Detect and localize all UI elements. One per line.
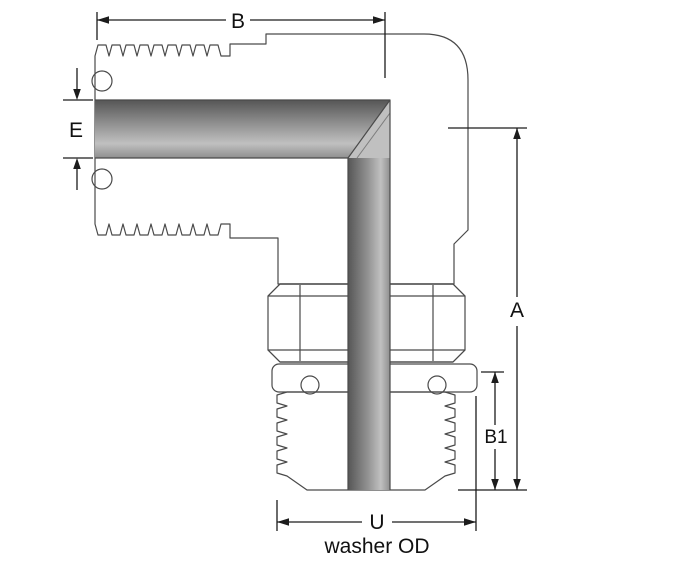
hex-nut-bottom-chamfer	[267, 349, 466, 363]
oring-washer-right	[427, 375, 447, 395]
hex-nut-top-chamfer	[267, 283, 466, 297]
arrowhead-icon	[491, 479, 499, 490]
dim-ext-line	[63, 99, 93, 159]
dim-label-b: B	[231, 10, 245, 33]
oring-washer-left	[300, 375, 320, 395]
arrowhead-icon	[97, 16, 109, 24]
elbow-body	[94, 33, 469, 285]
dimensions-group: B E A B1	[63, 10, 527, 558]
bore-bend-highlight-line	[356, 112, 391, 159]
dim-ext-line	[276, 396, 477, 531]
dim-B1: B1	[481, 371, 508, 490]
arrowhead-icon	[277, 518, 289, 526]
bore-outline	[95, 99, 391, 490]
dim-E: E	[63, 68, 93, 190]
arrowhead-icon	[513, 479, 521, 490]
arrowhead-icon	[464, 518, 476, 526]
bore-vertical	[348, 158, 390, 490]
bore-bend-miter-line	[347, 99, 391, 159]
arrowhead-icon	[373, 16, 385, 24]
dim-A: A	[448, 127, 527, 491]
arrowhead-icon	[73, 158, 81, 169]
oring-face-bottom	[91, 168, 113, 190]
dim-label-b1: B1	[484, 427, 507, 448]
dim-B: B	[96, 10, 386, 78]
arrowhead-icon	[491, 372, 499, 383]
fitting-body-group	[91, 33, 478, 491]
bore-horizontal	[95, 100, 390, 158]
oring-face-top	[91, 70, 113, 92]
dim-label-a: A	[510, 299, 524, 322]
dim-U: U washer OD	[276, 396, 477, 558]
dim-ext-line	[448, 127, 527, 491]
dim-label-u: U	[369, 511, 384, 534]
washer-od-caption: washer OD	[323, 535, 429, 558]
arrowhead-icon	[513, 128, 521, 139]
arrowhead-icon	[73, 89, 81, 100]
threaded-stud	[276, 391, 456, 491]
dim-label-e: E	[69, 119, 83, 142]
dim-ext-line	[96, 12, 386, 78]
